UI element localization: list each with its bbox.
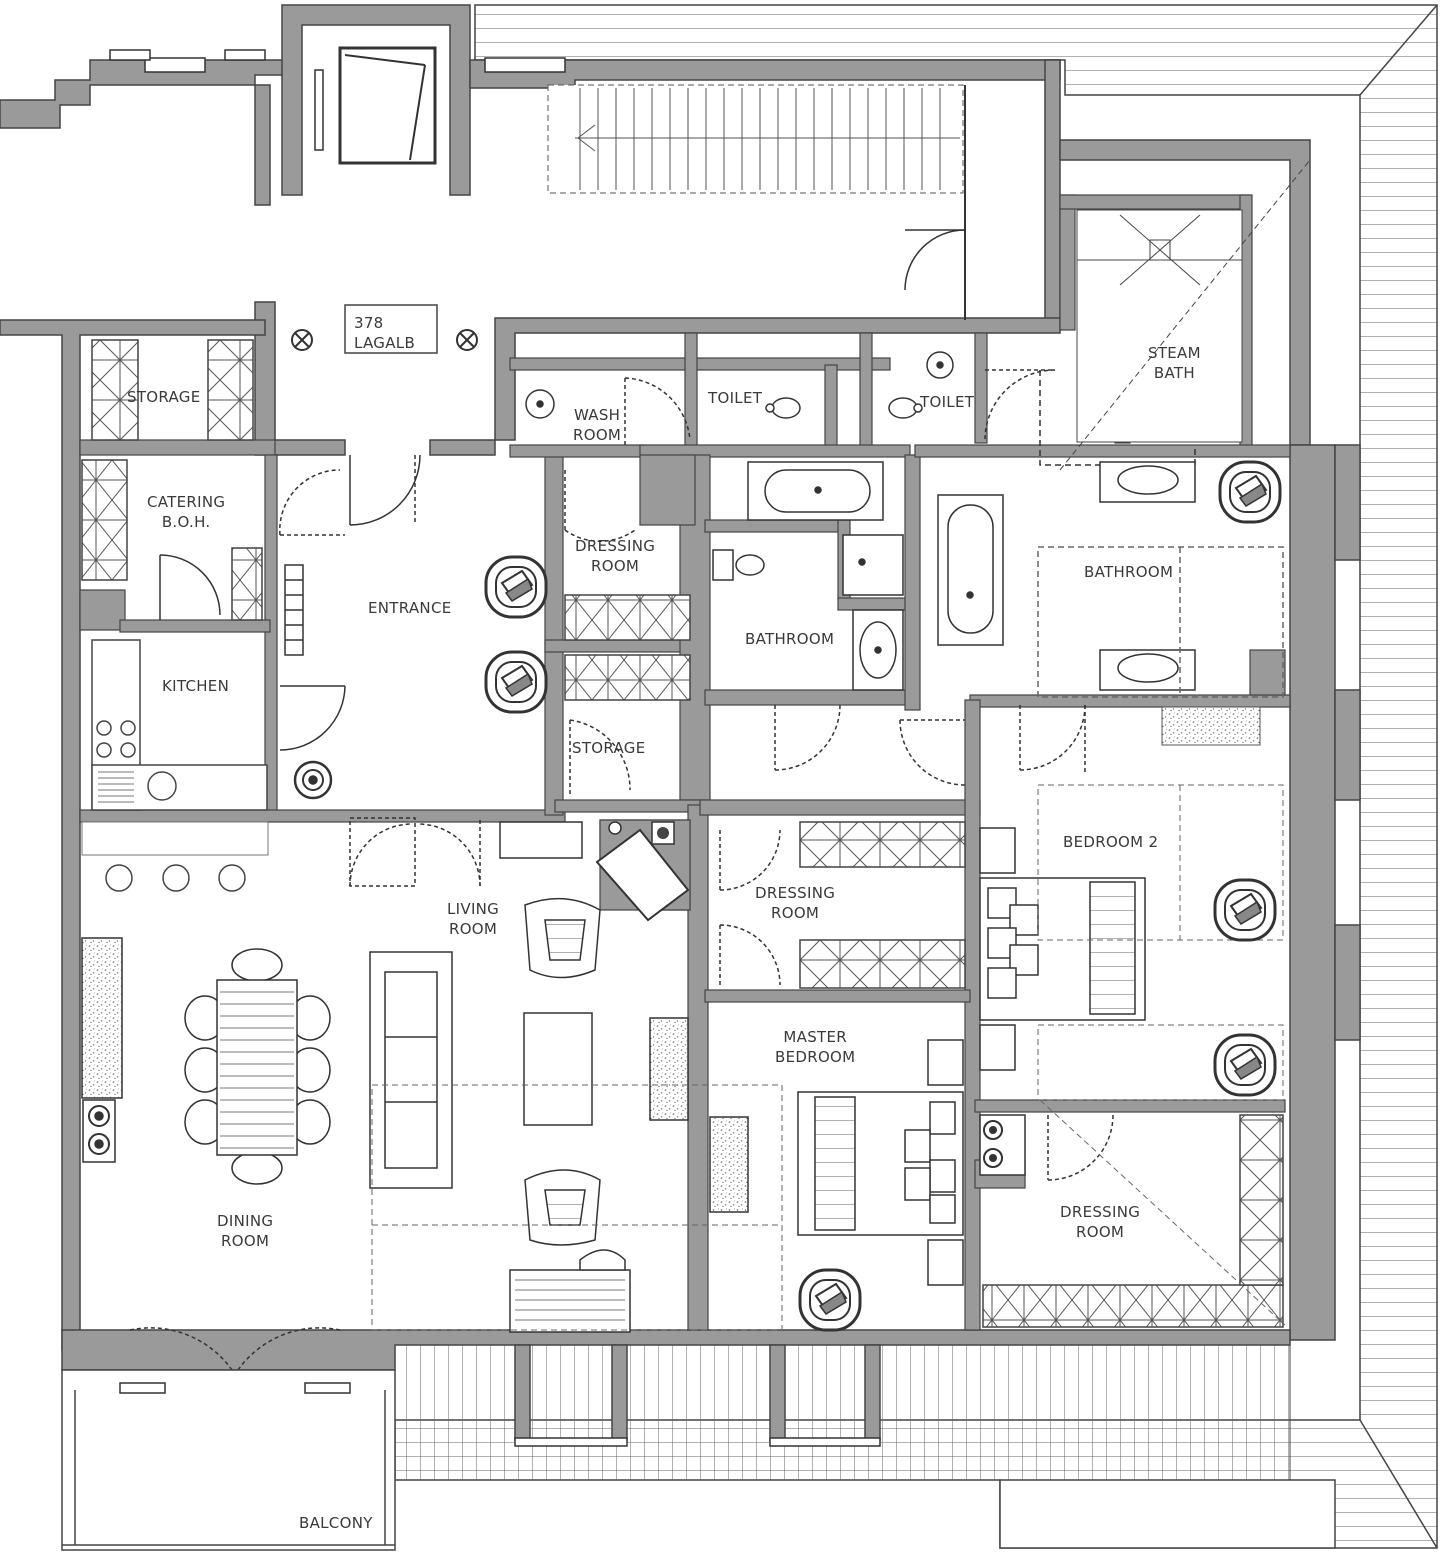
dining-room-line-1: DINING [217,1212,274,1230]
wash-room-fixtures [525,351,1196,466]
bathroom-1-fixtures [712,461,904,691]
room-label-toilet-2: TOILET [920,393,975,411]
unit-name: LAGALB [354,334,416,352]
room-label-dining-room: DINING ROOM [217,1211,273,1251]
unit-number-label: 378 LAGALB [354,313,415,353]
room-label-catering: CATERING B.O.H. [147,492,225,532]
room-label-master-bedroom: MASTER BEDROOM [775,1027,855,1067]
wash-room-line-2: ROOM [573,426,622,444]
fireplace [595,819,691,922]
dressing-room-2-line-2: ROOM [770,904,820,922]
room-label-toilet-1: TOILET [708,389,763,407]
room-label-balcony: BALCONY [299,1514,373,1532]
living-room-line-1: LIVING [447,900,500,918]
dressing-room-3-line-2: ROOM [1075,1223,1125,1241]
windows-bottom [514,1437,881,1447]
room-label-dressing-room-1: DRESSING ROOM [575,536,655,576]
entrance-furniture [159,454,421,800]
kitchen-fixtures [81,639,269,892]
living-room-furniture [349,817,783,1333]
master-armchair-icon [798,1268,862,1332]
master-bedroom-line-2: BEDROOM [775,1048,856,1066]
steam-bath-line-2: BATH [1153,364,1195,382]
bedroom2-armchair-2-icon [1213,1033,1277,1097]
exterior-walls [0,4,1361,1441]
living-room-line-2: ROOM [448,920,498,938]
room-label-dressing-room-3: DRESSING ROOM [1060,1202,1140,1242]
corridor-doors [774,704,1086,786]
bedroom-2-furniture [979,784,1284,1101]
bathroom-armchair-icon [1218,460,1282,524]
staircase [547,84,966,320]
dining-room-line-2: ROOM [221,1232,270,1250]
unit-plaque [291,304,478,354]
steam-bath-line-1: STEAM [1148,344,1201,362]
room-label-dressing-room-2: DRESSING ROOM [755,883,835,923]
catering-line-2: B.O.H. [161,513,211,531]
master-bedroom-furniture [797,1039,964,1286]
room-label-wash-room: WASH ROOM [573,405,621,445]
room-label-kitchen: KITCHEN [162,677,230,695]
unit-number: 378 [354,314,384,332]
room-label-steam-bath: STEAM BATH [1148,343,1201,383]
steam-bath [1059,159,1311,471]
bedroom2-armchair-1-icon [1213,878,1277,942]
master-bedroom-line-1: MASTER [783,1028,847,1046]
dressing-room-1-line-2: ROOM [590,557,640,575]
wash-room-line-1: WASH [573,406,621,424]
dining-room-furniture [81,937,341,1371]
room-label-entrance: ENTRANCE [368,599,452,617]
dressing-room-1-line-1: DRESSING [575,537,656,555]
dressing-room-3-fixtures [979,1099,1286,1328]
balcony [61,1369,396,1551]
dressing-room-3-line-1: DRESSING [1060,1203,1141,1221]
dressing-room-2-line-1: DRESSING [755,884,836,902]
room-label-bathroom-2: BATHROOM [1084,563,1174,581]
entrance-armchair-1-icon [484,555,548,619]
windows-top [109,49,566,73]
bathroom-2-fixtures [937,461,1284,746]
dressing-room-1-fixtures [564,470,691,795]
room-label-bathroom-1: BATHROOM [745,630,835,648]
room-label-living-room: LIVING ROOM [447,899,499,939]
room-label-storage-top: STORAGE [127,388,201,406]
dressing-room-2-fixtures [719,821,966,989]
catering-line-1: CATERING [147,493,226,511]
storage-cabinets [81,339,263,621]
elevator [314,46,437,165]
room-label-storage-mid: STORAGE [572,739,646,757]
room-label-bedroom-2: BEDROOM 2 [1063,833,1159,851]
entrance-armchair-2-icon [484,650,548,714]
